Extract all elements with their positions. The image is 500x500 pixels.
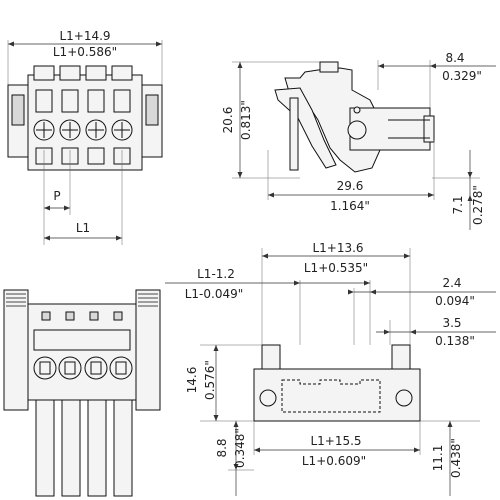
pcb-r1-mm: 2.4 (442, 276, 461, 290)
front-width-mm: L1+14.9 (59, 29, 110, 43)
pcb-height-in: 0.576" (203, 360, 217, 400)
pcb-lower-in: 0.348" (233, 428, 247, 468)
pcb-r2-in: 0.138" (435, 334, 475, 348)
pcb-left-mm: L1-1.2 (197, 267, 235, 281)
pcb-top-mm: L1+13.6 (312, 241, 363, 255)
side-length-in: 1.164" (330, 199, 370, 213)
underside-view (3, 289, 161, 497)
side-length-mm: 29.6 (337, 179, 364, 193)
side-offset-mm: 7.1 (451, 195, 465, 214)
front-width-in: L1+0.586" (53, 45, 117, 59)
pcb-left-in: L1-0.049" (185, 287, 244, 301)
grip-ridges (6, 293, 158, 307)
side-depth-mm: 8.4 (445, 51, 464, 65)
pcb-r2-mm: 3.5 (442, 316, 461, 330)
pcb-right-mm: 11.1 (431, 445, 445, 472)
pcb-r1-in: 0.094" (435, 294, 475, 308)
pitch-label: P (53, 189, 60, 203)
pcb-view: L1+13.6 L1+0.535" L1-1.2 L1-0.049" 2.4 0… (165, 241, 496, 496)
side-height-in: 0.813" (239, 100, 253, 140)
side-depth-in: 0.329" (442, 69, 482, 83)
pcb-height-mm: 14.6 (185, 367, 199, 394)
side-view: 8.4 0.329" 20.6 0.813" 29.6 1.164" (221, 51, 496, 230)
pcb-top-in: L1+0.535" (304, 261, 368, 275)
pitch-span-label: L1 (76, 221, 90, 235)
front-view: L1+14.9 L1+0.586" (7, 29, 163, 245)
screw-icon (33, 119, 133, 141)
side-offset-in: 0.278" (471, 185, 485, 225)
pcb-bottom-in: L1+0.609" (302, 454, 366, 468)
side-height-mm: 20.6 (221, 107, 235, 134)
pcb-bottom-mm: L1+15.5 (310, 434, 361, 448)
pcb-right-in: 0.438" (449, 438, 463, 478)
pcb-lower-mm: 8.8 (215, 438, 229, 457)
